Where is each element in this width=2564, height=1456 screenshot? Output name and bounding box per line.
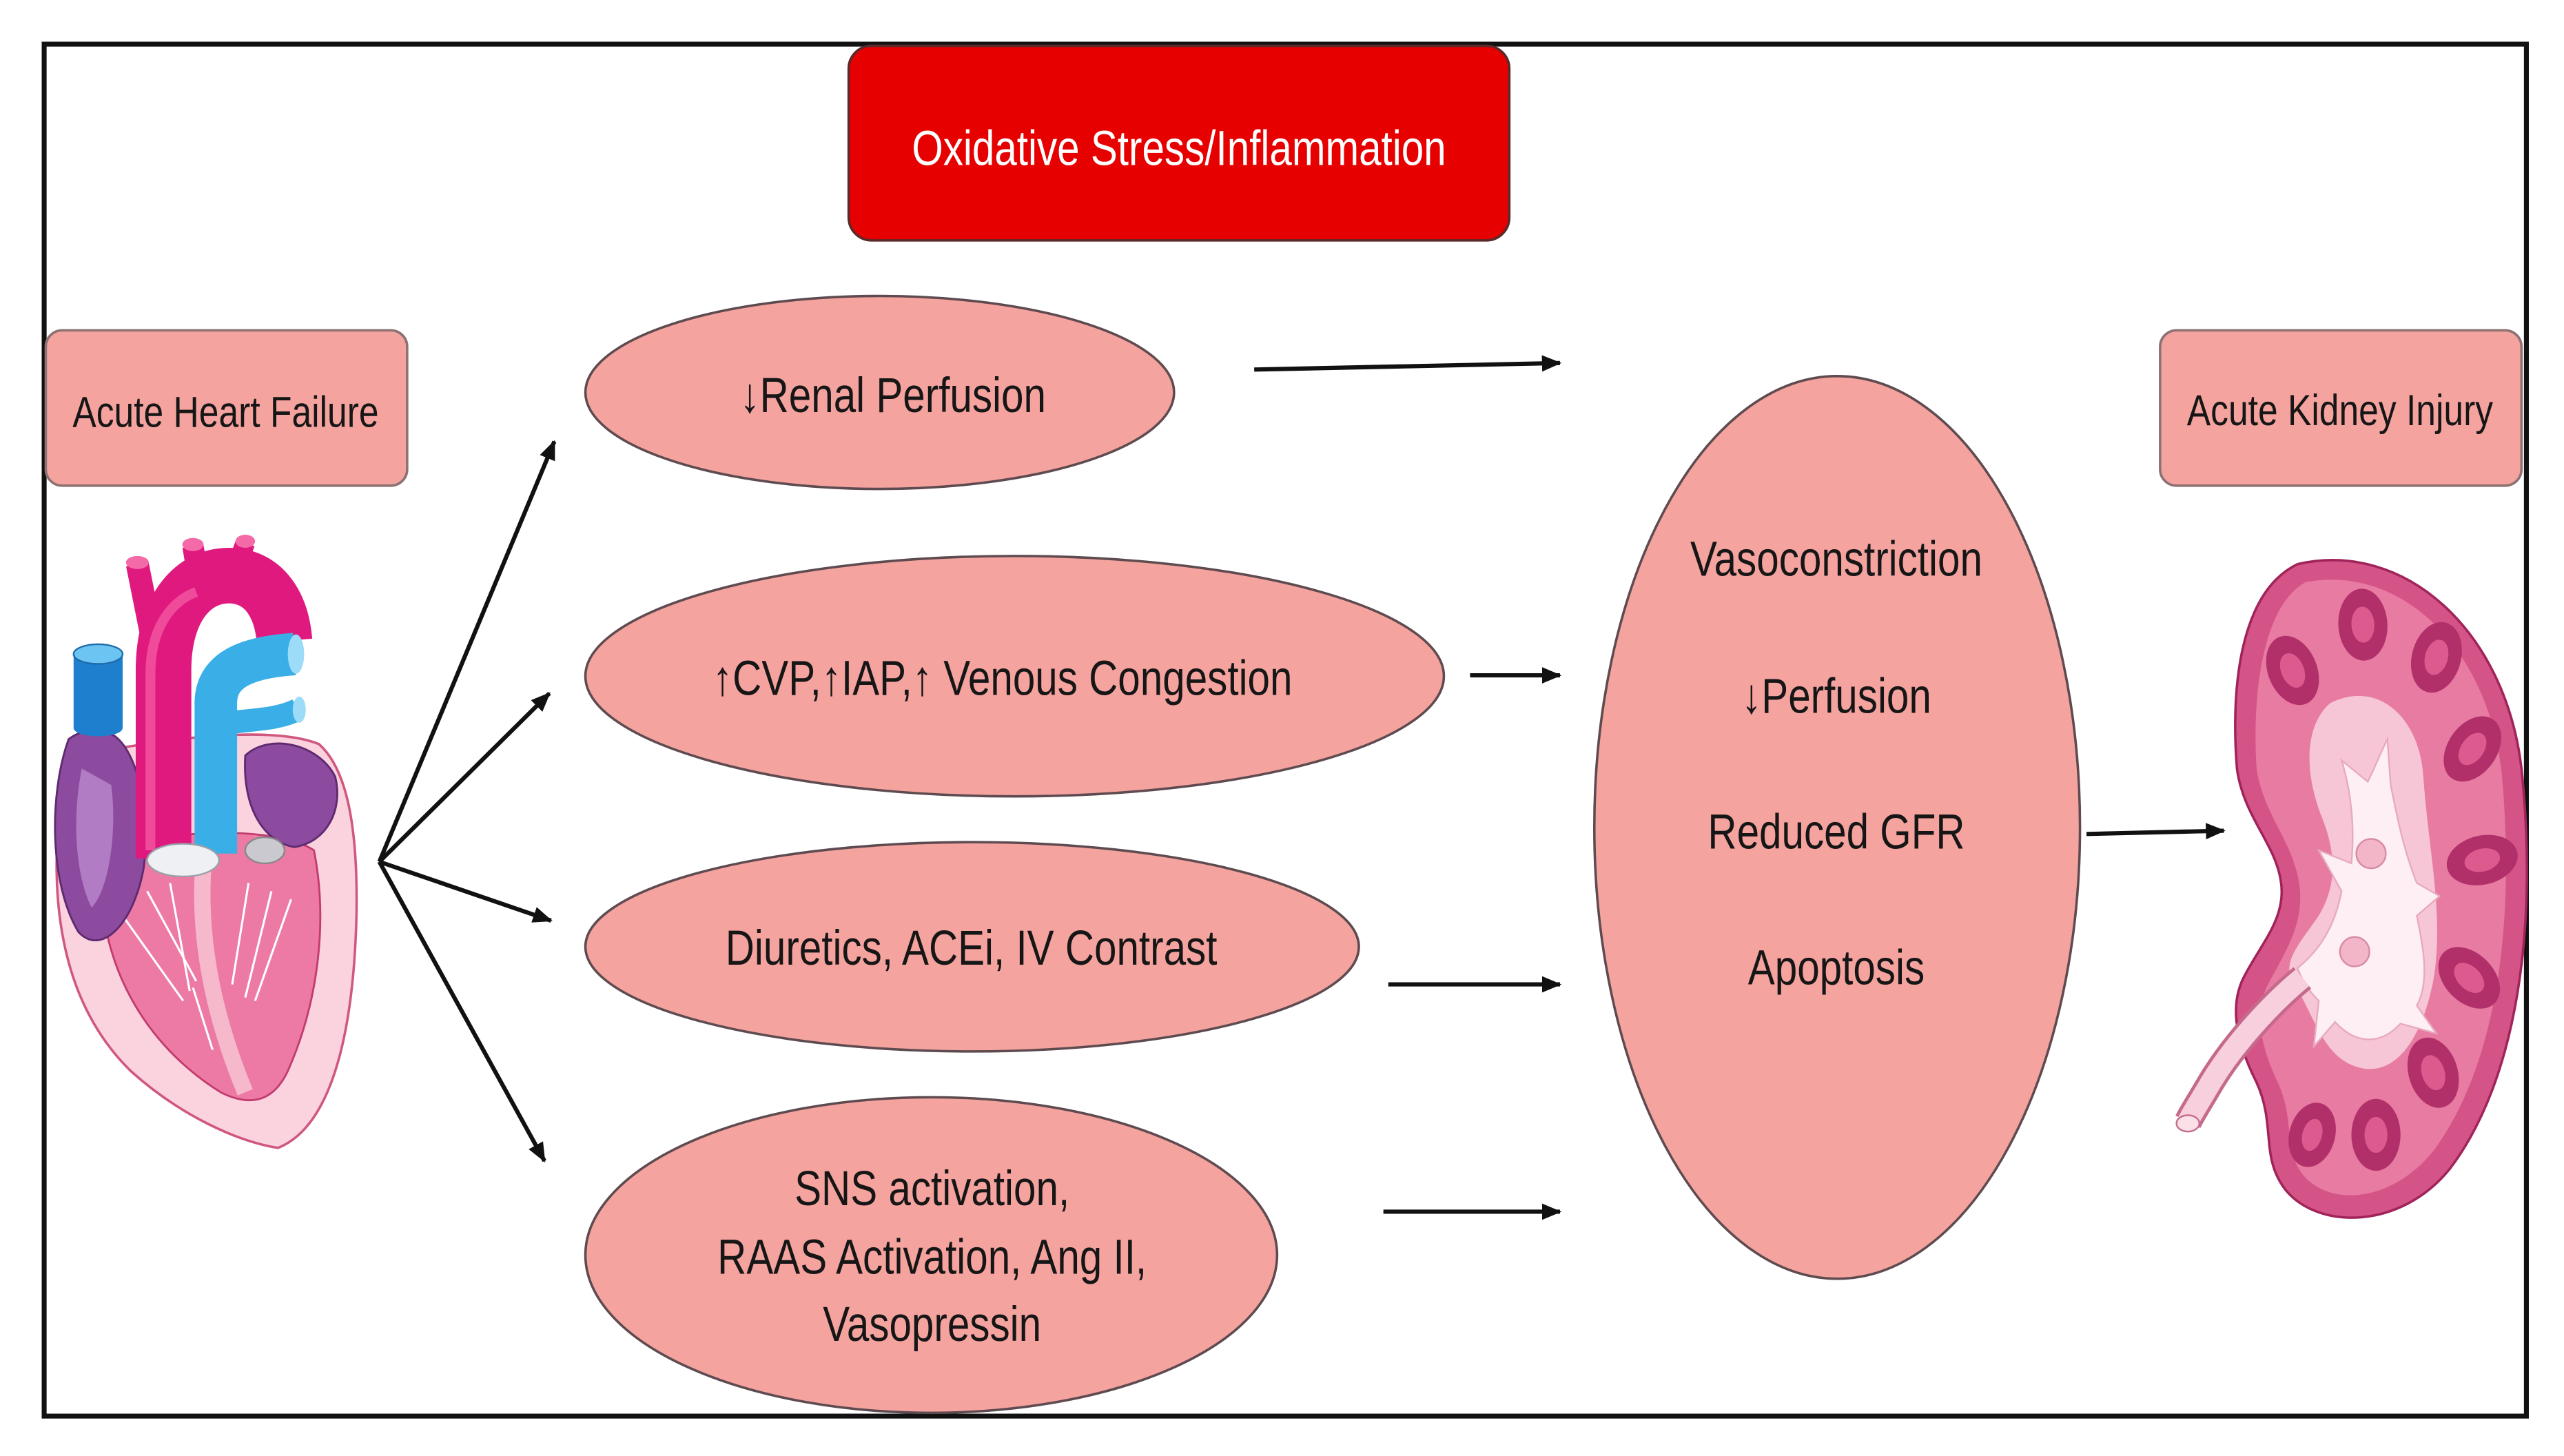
pathway-neurohormonal: SNS activation, RAAS Activation, Ang II,… [584,1096,1279,1415]
pathway-ellipse [584,841,1360,1053]
arrow-heart-to-nephrotoxic-drugs [378,859,553,923]
kidney-papilla [2355,838,2387,870]
pathway-label-line: Vasopressin [823,1296,1041,1351]
ureter [2175,967,2312,1133]
arrow-mechanisms-to-kidney [2086,823,2226,840]
arrow-heart-to-renal-perfusion [377,440,557,863]
heart-icon [54,535,358,1149]
heart-chordae [121,883,292,1050]
pathway-ellipse [584,1096,1279,1415]
outcome-node: Acute Kidney Injury [2159,329,2523,487]
header-node: Oxidative Stress/Inflammation [847,44,1511,242]
mechanism-label: Reduced GFR [1707,804,1965,859]
aorta [125,535,313,859]
pathway-ellipse [584,294,1176,491]
mechanism-label: Apoptosis [1748,940,1925,995]
heart-septum [194,852,253,1096]
header-box [847,44,1511,242]
diagram-frame [41,41,2529,1419]
kidney-pelvis [2296,736,2441,1049]
pathway-label-line: RAAS Activation, Ang II, [717,1229,1147,1284]
pathway-label: ↓Renal Perfusion [739,367,1046,422]
mechanism-label: ↓Perfusion [1741,668,1931,724]
arrow-renal-perfusion-to-mechanisms [1254,355,1562,372]
heart-atrium-right [244,742,338,848]
heart-atrium-left-highlight [76,768,114,908]
pathway-label: ↑CVP,↑IAP,↑ Venous Congestion [712,650,1293,706]
pathway-venous-congestion: ↑CVP,↑IAP,↑ Venous Congestion [584,555,1446,798]
pathway-renal-perfusion: ↓Renal Perfusion [584,294,1176,491]
arrows [377,355,2226,1220]
outcome-label: Acute Kidney Injury [2187,387,2493,435]
mechanism-label: Vasoconstriction [1690,531,1982,586]
header-label: Oxidative Stress/Inflammation [912,121,1446,176]
heart-valve [244,836,286,865]
kidney-icon [2175,559,2528,1219]
pathway-label-line: SNS activation, [794,1160,1069,1216]
pathway-label: Diuretics, ACEi, IV Contrast [726,921,1218,976]
arrow-heart-to-neurohormonal [377,861,546,1162]
source-node: Acute Heart Failure [44,329,409,487]
kidney-papilla [2339,936,2370,967]
pathway-nephrotoxic-drugs: Diuretics, ACEi, IV Contrast [584,841,1360,1053]
arrow-heart-to-venous-congestion [378,691,551,863]
heart-valve [146,843,220,878]
superior-vena-cava [72,643,124,737]
source-label: Acute Heart Failure [72,389,378,437]
kidney-pyramids [2266,588,2518,1171]
source-box [44,329,409,487]
mechanisms-node: Vasoconstriction ↓Perfusion Reduced GFR … [1592,375,2082,1280]
outcome-box [2159,329,2523,487]
mechanisms-ellipse [1592,375,2082,1280]
pulmonary-artery [194,633,306,854]
pathway-ellipse [584,555,1446,798]
